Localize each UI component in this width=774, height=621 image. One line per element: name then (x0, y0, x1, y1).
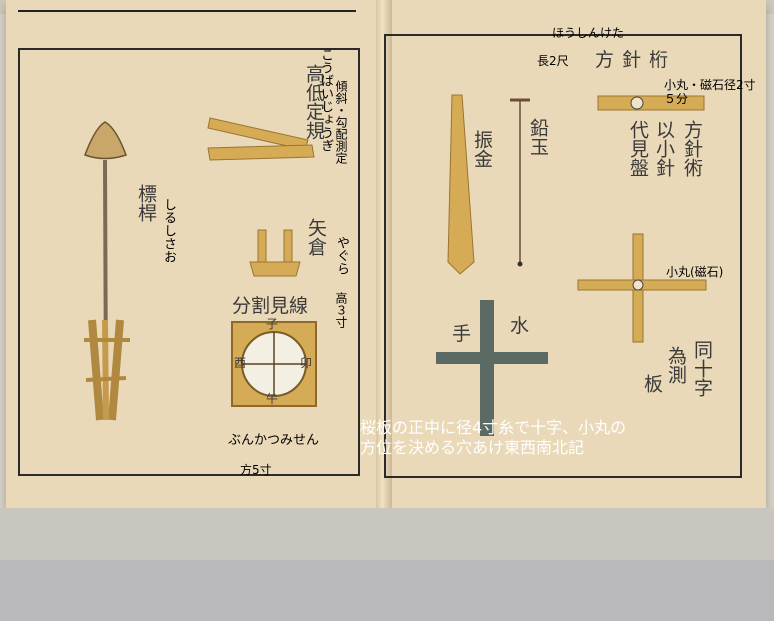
label-pole-reading: しるしさお (161, 198, 176, 263)
top-rule (18, 10, 356, 12)
label-stand-height: 高３寸 (334, 292, 348, 328)
calligraphy-note1: 方針術 (681, 120, 703, 177)
water-level-icon (436, 300, 548, 436)
calligraphy-water: 水 (510, 315, 530, 337)
label-length: 長2尺 (537, 54, 569, 68)
plumb-bob-icon (447, 94, 475, 275)
calligraphy-note2: 以小針 (653, 120, 675, 177)
plate-mark-bottom: 午 (266, 392, 279, 406)
label-plate-size: 方5寸 (240, 463, 272, 477)
plate-mark-right: 卯 (300, 356, 313, 370)
right-page-frame (384, 34, 742, 478)
compass-beam-icon (597, 95, 705, 111)
label-furigana: ほうしんけた (552, 26, 625, 40)
label-slope-caption: 傾斜・勾配測定 (334, 80, 348, 164)
compass-plate-icon (231, 321, 317, 407)
label-slope-reading: こうばいじょうぎ (318, 48, 333, 152)
label-plate-note: 桜板の正中に径4寸糸で十字、小丸の方位を決める穴あけ東西南北記 (360, 418, 627, 457)
calligraphy-cross3: 板 (641, 374, 663, 393)
calligraphy-title: 方針桁 (595, 49, 677, 71)
magnet-cross-icon (577, 233, 707, 343)
slope-ruler-icon (207, 117, 315, 161)
calligraphy-plate: 分割見線 (232, 295, 309, 317)
calligraphy-hand: 手 (452, 323, 472, 345)
plate-mark-left: 酉 (234, 356, 247, 370)
calligraphy-plumb: 振金 (471, 130, 493, 168)
plate-mark-top: 子 (266, 317, 279, 331)
label-plate-reading: ぶんかつみせん (228, 433, 320, 448)
stand-icon (249, 229, 301, 277)
calligraphy-cross1: 同十字 (691, 340, 713, 397)
label-stand-reading: やぐら (334, 236, 349, 275)
label-magnet: 小丸(磁石) (666, 265, 724, 279)
lead-ball-icon (510, 98, 530, 267)
calligraphy-pole: 標桿 (135, 184, 157, 222)
calligraphy-slope: 高低定規 (303, 64, 325, 140)
calligraphy-stand: 矢倉 (305, 218, 327, 256)
table-shadow (0, 560, 774, 621)
calligraphy-cross2: 為測 (665, 346, 687, 384)
label-compass: 小丸・磁石径2寸５分 (664, 78, 756, 106)
calligraphy-note3: 代見盤 (627, 120, 649, 177)
calligraphy-ball: 鉛玉 (527, 118, 549, 156)
survey-pole-icon (84, 121, 130, 421)
left-page-frame (18, 48, 360, 476)
